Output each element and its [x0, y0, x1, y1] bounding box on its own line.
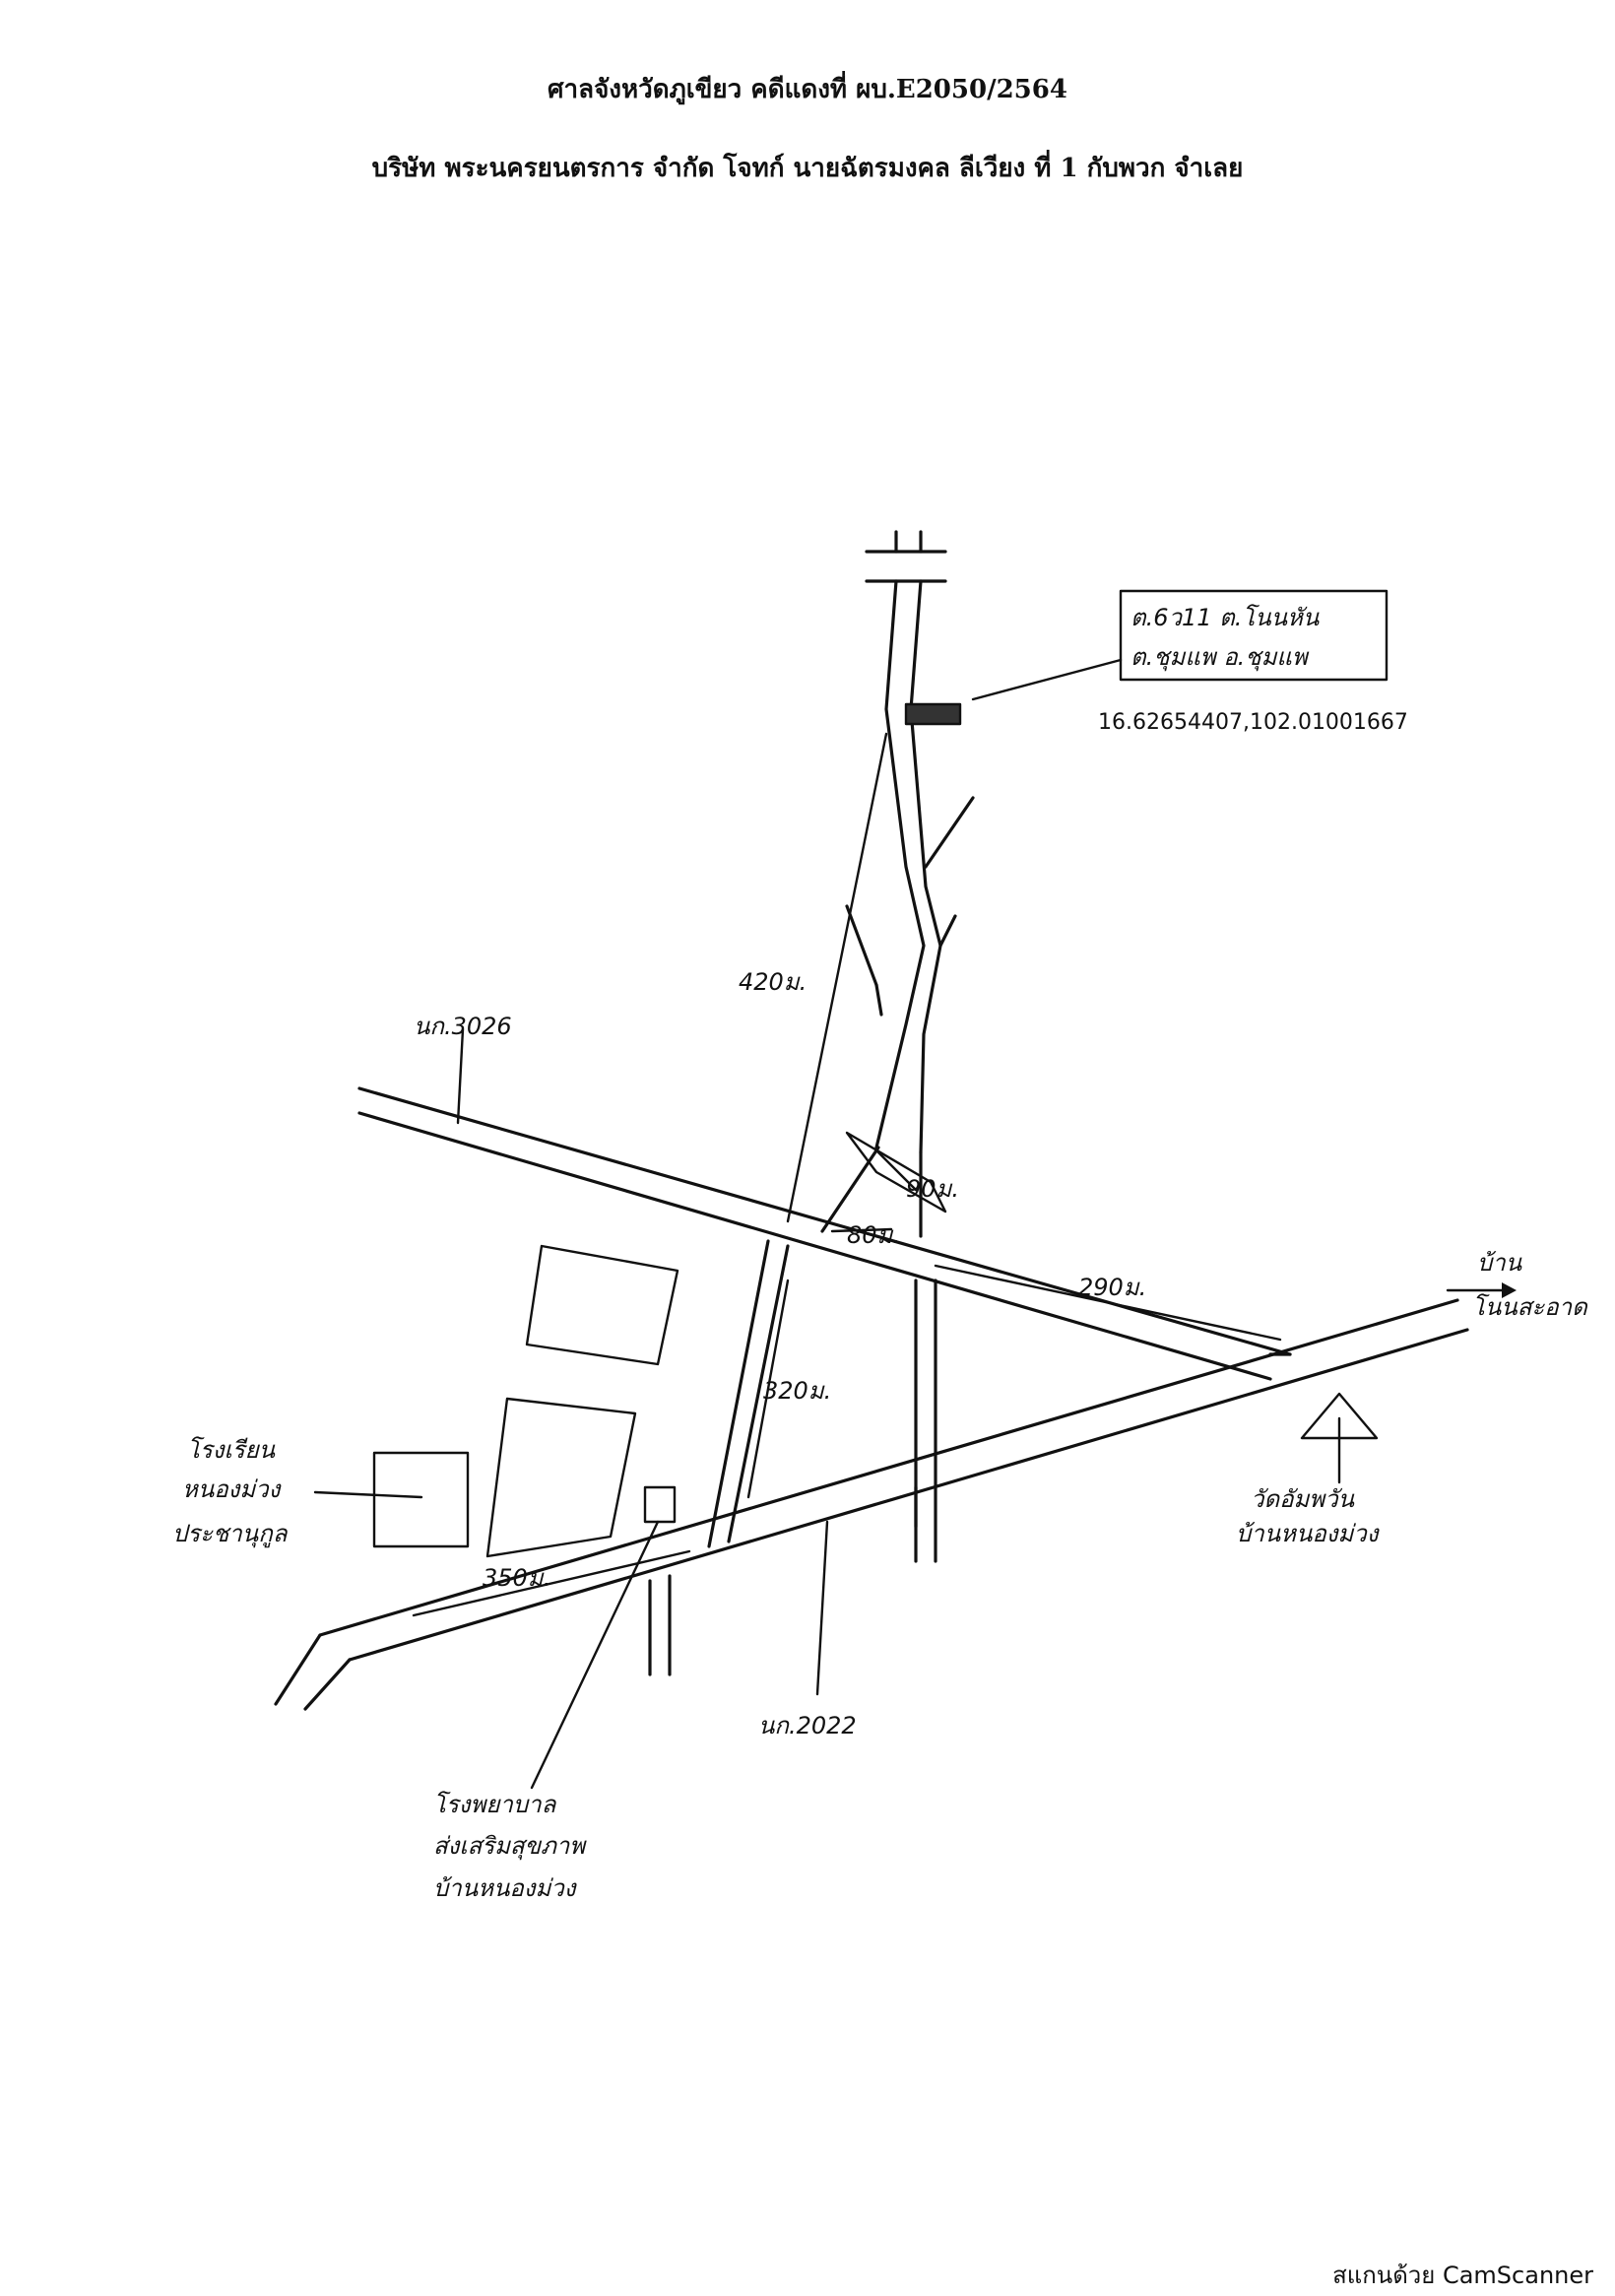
hospital-label-line1: โรงพยาบาล	[433, 1791, 557, 1818]
target-info-box	[1119, 589, 1389, 682]
road-3026-south-edge	[357, 1111, 1272, 1381]
document-title-line2: บริษัท พระนครยนตรการ จำกัด โจทก์ นายฉัตร…	[371, 154, 1244, 183]
roads	[274, 530, 1469, 1711]
scanner-watermark: สแกนด้วย CamScanner	[1332, 2262, 1593, 2289]
road-3026-label: นก.3026	[414, 1013, 512, 1040]
school-pointer	[313, 1490, 423, 1499]
dist-90-arrow	[874, 1148, 918, 1192]
road-north-east-edge	[909, 579, 942, 1154]
road-3026-north-edge	[357, 1086, 1292, 1356]
school-label-line3: ประชานุกูล	[172, 1520, 289, 1548]
road-2022-label: นก.2022	[758, 1712, 857, 1739]
document-title-line1: ศาลจังหวัดภูเขียว คดีแดงที่ ผบ.E2050/256…	[548, 75, 1067, 104]
dist-420-label: 420ม.	[739, 968, 807, 996]
hospital-label-line3: บ้านหนองม่วง	[433, 1874, 578, 1902]
target-plot-marker	[904, 702, 962, 726]
building-block-1	[525, 1244, 679, 1366]
dist-80-arrow	[830, 1227, 893, 1233]
building-block-2	[485, 1397, 637, 1558]
road-2022-pointer	[815, 1520, 829, 1696]
road-3026-pointer	[456, 1027, 465, 1125]
target-box-line1: ต.6ว11 ต.โนนหัน	[1130, 604, 1320, 631]
village-label-line1: บ้าน	[1477, 1249, 1522, 1277]
dist-80-label: 80ม.	[847, 1221, 900, 1249]
dist-320-arrow	[746, 1279, 790, 1499]
road-north-west-edge	[874, 579, 926, 1149]
buildings	[372, 702, 1379, 1558]
dist-350-label: 350ม.	[483, 1564, 550, 1592]
hospital-label-line2: ส่งเสริมสุขภาพ	[433, 1832, 587, 1861]
road-2022-north-edge	[318, 1298, 1459, 1637]
dist-290-label: 290ม.	[1078, 1274, 1146, 1301]
school-label-line1: โรงเรียน	[187, 1436, 276, 1464]
dist-90-label: 90ม.	[906, 1175, 959, 1203]
school-building	[372, 1451, 470, 1548]
temple-label-line2: บ้านหนองม่วง	[1236, 1520, 1381, 1547]
road-fork-triangle	[845, 1131, 947, 1214]
dist-420-arrow	[786, 732, 888, 1223]
village-label-line2: โนนสะอาด	[1472, 1293, 1588, 1321]
road-2022-south-edge	[348, 1328, 1469, 1662]
hospital-pointer	[530, 1520, 660, 1790]
dist-290-arrow	[934, 1264, 1282, 1342]
dist-350-arrow	[412, 1549, 691, 1617]
arrow-right-icon	[1502, 1282, 1517, 1298]
annotations: ต.6ว11 ต.โนนหัน ต.ชุมแพ อ.ชุมแพ 16.62654…	[172, 589, 1588, 1902]
road-west-branch	[707, 1239, 770, 1548]
coordinates-label: 16.62654407,102.01001667	[1098, 710, 1408, 735]
temple-label-line1: วัดอัมพวัน	[1251, 1485, 1355, 1513]
target-box-line2: ต.ชุมแพ อ.ชุมแพ	[1130, 643, 1310, 672]
hospital-building	[643, 1485, 677, 1524]
school-label-line2: หนองม่วง	[182, 1476, 283, 1503]
dist-320-label: 320ม.	[763, 1377, 831, 1405]
